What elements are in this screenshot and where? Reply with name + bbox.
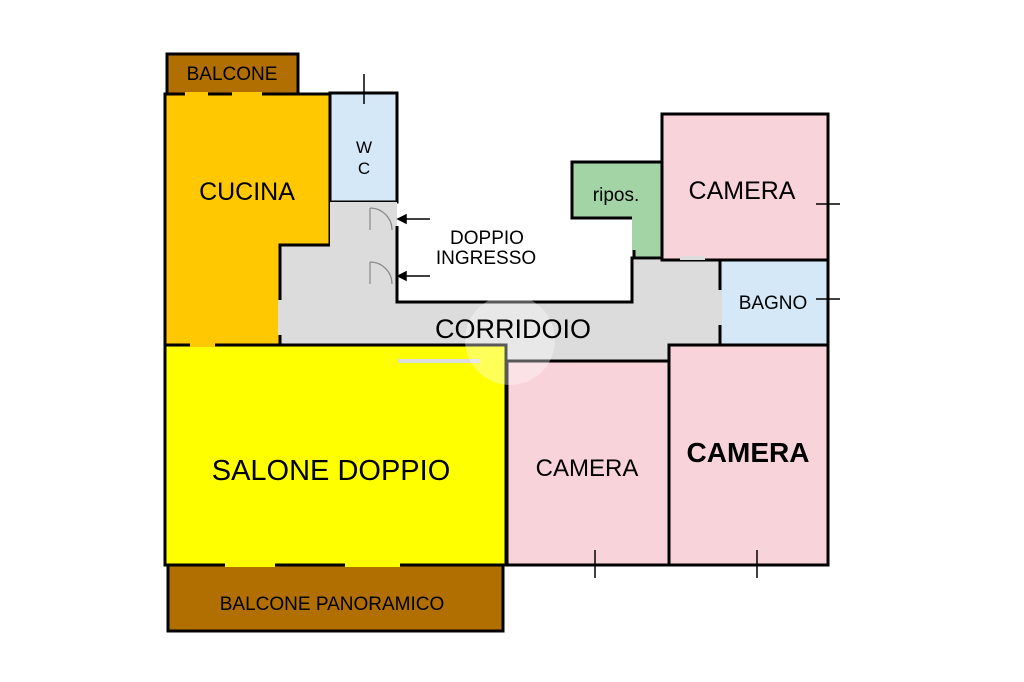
door-openings bbox=[185, 92, 722, 567]
doppio-ingresso-label-2: INGRESSO bbox=[436, 248, 536, 269]
balcone-panoramico-area bbox=[166, 563, 505, 633]
cucina-label: CUCINA bbox=[199, 178, 295, 206]
wc-label-c: C bbox=[358, 159, 370, 178]
camera-bottom-right-area bbox=[667, 343, 830, 567]
camera-top-right-area bbox=[660, 112, 830, 262]
balcone-panoramico-label: BALCONE PANORAMICO bbox=[220, 594, 445, 615]
balcone-label: BALCONE bbox=[187, 64, 278, 85]
camera-middle-label: CAMERA bbox=[536, 455, 639, 482]
ripostiglio-label: ripos. bbox=[593, 185, 639, 206]
camera-bottom-right-label: CAMERA bbox=[687, 437, 810, 468]
wc-label-w: W bbox=[356, 138, 372, 157]
entry-doors bbox=[369, 207, 393, 285]
doppio-ingresso-label-1: DOPPIO bbox=[450, 228, 524, 249]
entry-arrows bbox=[396, 213, 430, 282]
salone-doppio-label: SALONE DOPPIO bbox=[212, 455, 451, 487]
camera-top-right-label: CAMERA bbox=[689, 177, 796, 205]
corridoio-area bbox=[280, 202, 720, 361]
ripostiglio-area bbox=[570, 160, 664, 260]
window-marks bbox=[352, 74, 840, 578]
bagno-label: BAGNO bbox=[739, 293, 808, 314]
watermark-circle bbox=[465, 295, 555, 385]
wc-area bbox=[328, 91, 399, 204]
corridoio-label: CORRIDOIO bbox=[435, 314, 591, 344]
